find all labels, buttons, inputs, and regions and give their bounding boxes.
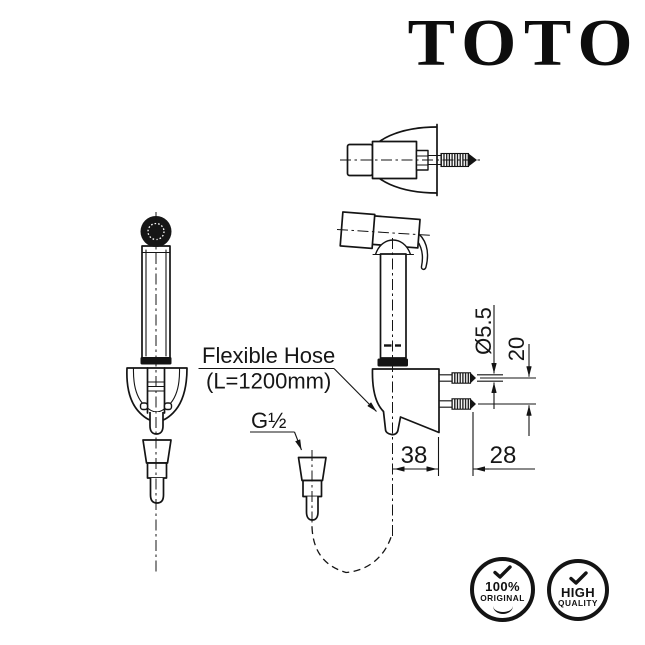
trigger-lever <box>410 230 429 271</box>
mounting-screw-lower <box>439 398 476 410</box>
spray-head <box>140 216 172 247</box>
holder-bracket-side <box>371 368 440 436</box>
hose-connector-front <box>142 439 172 504</box>
inlet-connector <box>297 450 327 530</box>
smile-arc <box>492 606 513 614</box>
badge-line2: QUALITY <box>558 598 598 609</box>
check-icon <box>493 565 512 579</box>
flexible-hose-curve <box>311 526 393 574</box>
side-view-sprayer <box>336 211 476 536</box>
front-view-sprayer <box>126 212 188 575</box>
badge-line1: 100% <box>485 579 520 595</box>
dim-28: 28 <box>490 442 517 469</box>
badge-line1: HIGH <box>560 584 596 600</box>
leader-lines <box>198 367 377 451</box>
dim-hole-diameter: Ø5.5 <box>471 307 496 355</box>
quality-badge: HIGH QUALITY <box>547 559 609 621</box>
badge-line2: ORIGINAL <box>480 592 525 603</box>
dim-hole-spacing: 20 <box>504 337 529 361</box>
dimension-lines <box>392 305 536 476</box>
top-view-holder <box>340 123 482 197</box>
head-centerline <box>336 229 434 236</box>
hose-length-label: (L=1200mm) <box>206 369 331 394</box>
mounting-screw-upper <box>439 372 476 384</box>
dim-38: 38 <box>401 442 428 469</box>
flexible-hose-label: Flexible Hose <box>202 343 335 368</box>
annotation-text: Flexible Hose (L=1200mm) G½ 38 28 Ø5.5 2… <box>202 307 529 469</box>
spray-face-dots <box>147 222 165 241</box>
handle-side <box>379 253 407 359</box>
spray-head-side <box>339 211 421 250</box>
check-icon <box>568 571 588 585</box>
thread-size-label: G½ <box>251 408 286 433</box>
brand-logo: TOTO <box>407 6 640 80</box>
original-badge: 100% ORIGINAL <box>470 557 535 622</box>
